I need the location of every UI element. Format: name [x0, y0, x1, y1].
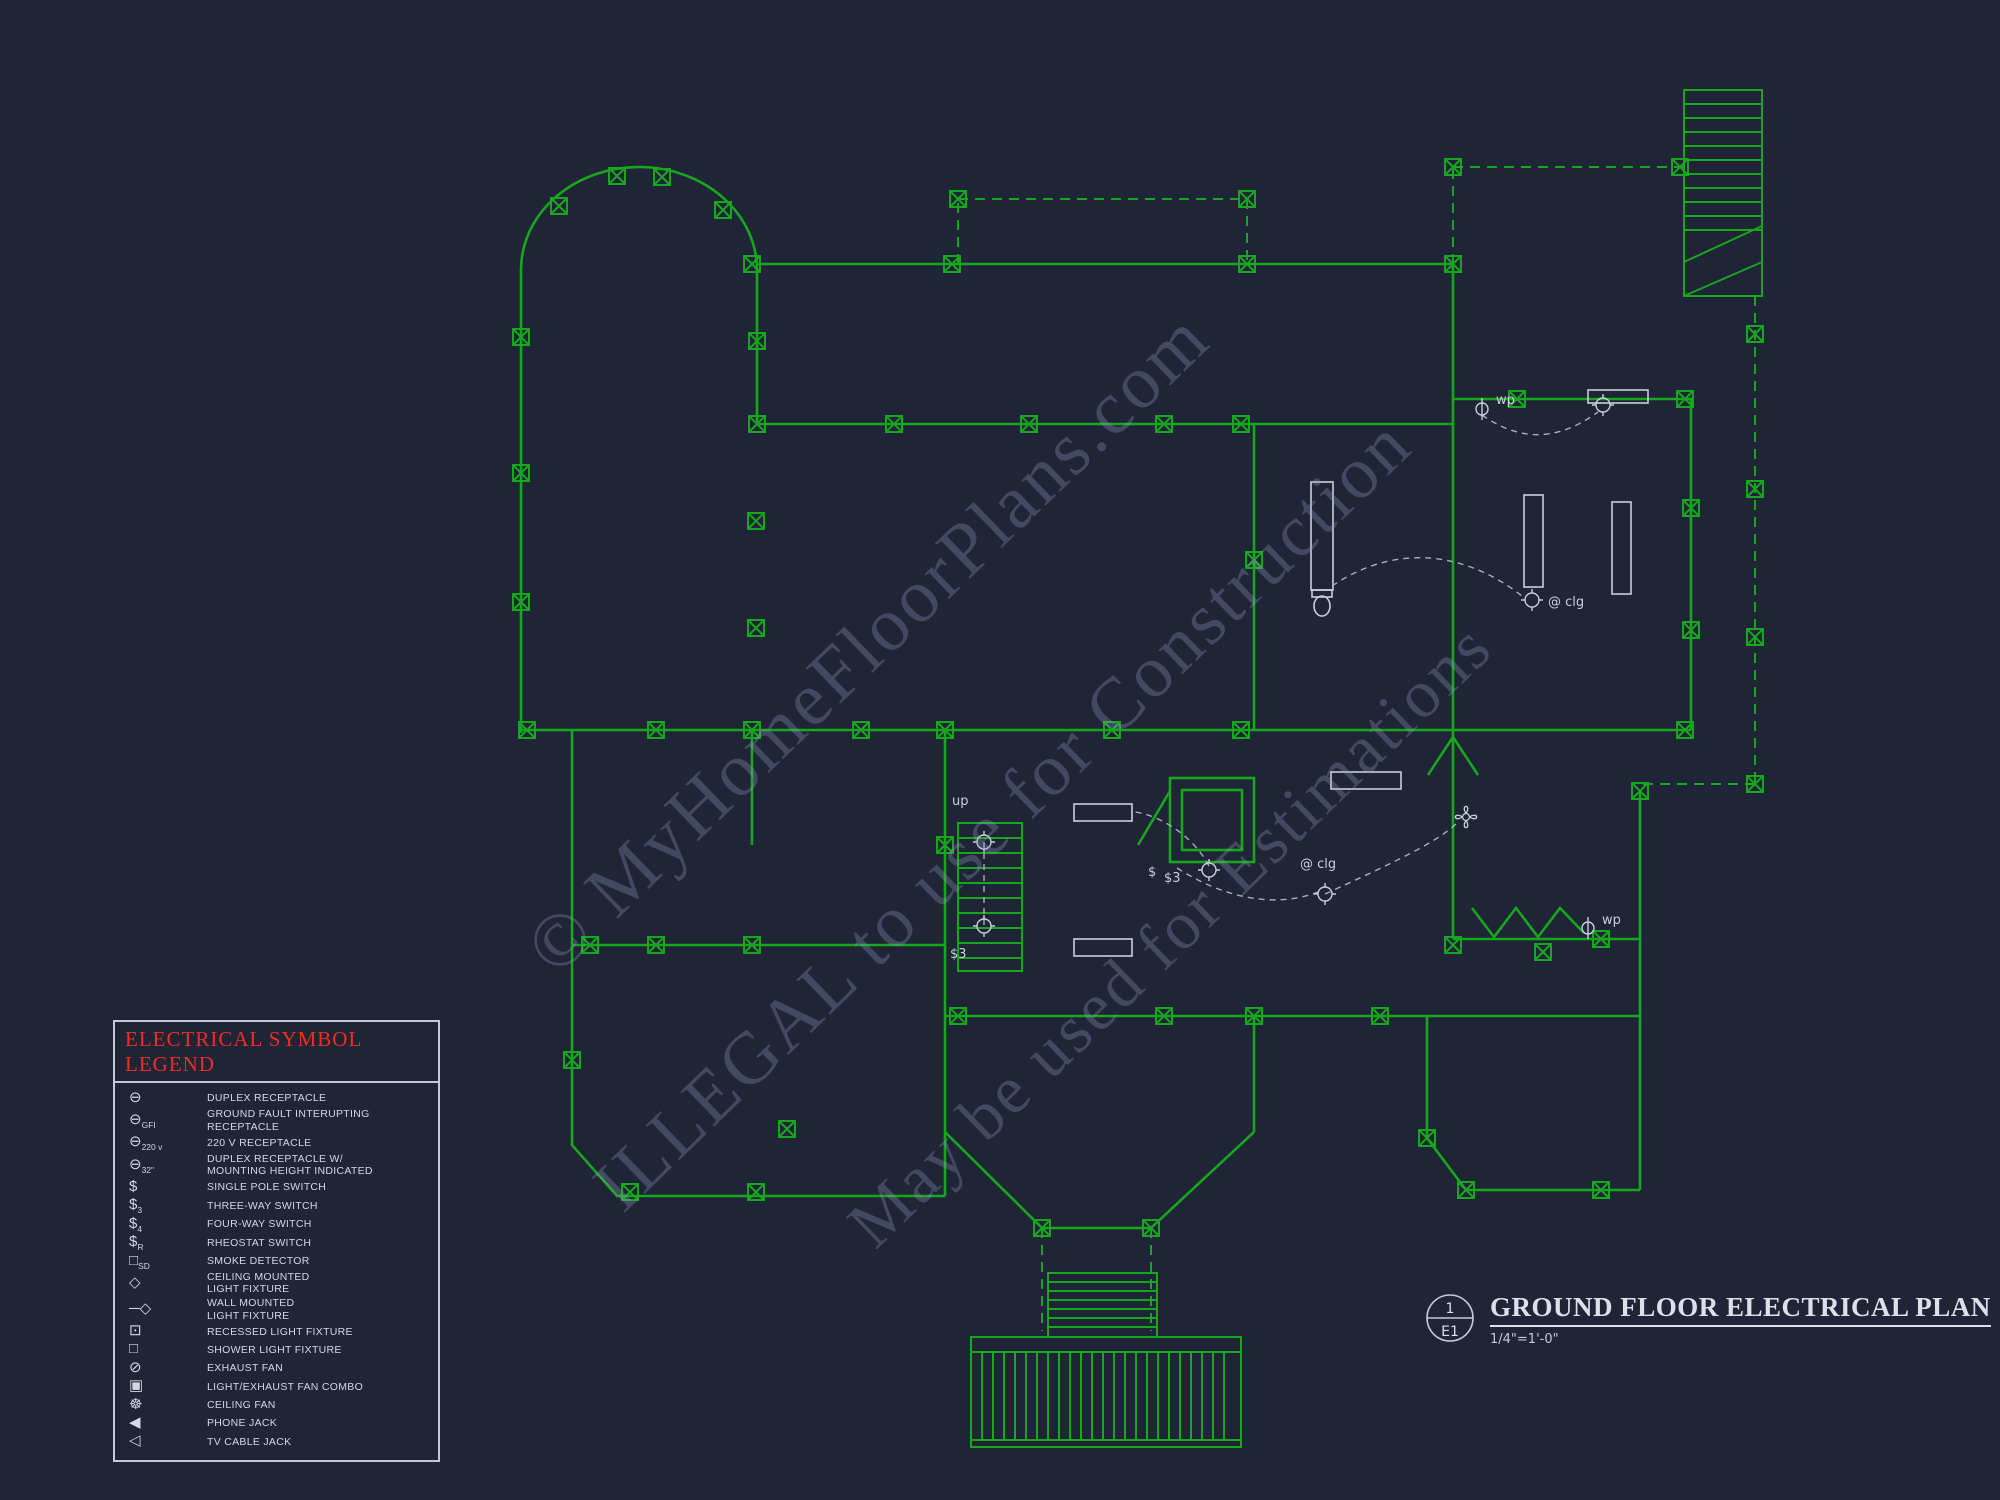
legend-item-label: SMOKE DETECTOR — [207, 1254, 310, 1267]
rheostat-switch-icon: $R — [129, 1233, 144, 1253]
legend-item: ☸ CEILING FAN — [129, 1397, 428, 1415]
duplex-height-receptacle-icon: ⊖32" — [129, 1155, 155, 1175]
legend-item: □SD SMOKE DETECTOR — [129, 1253, 428, 1271]
legend-item: ─◇ WALL MOUNTED LIGHT FIXTURE — [129, 1297, 428, 1322]
legend-item-label: CEILING MOUNTED LIGHT FIXTURE — [207, 1270, 310, 1296]
legend-item-label: DUPLEX RECEPTACLE — [207, 1092, 327, 1105]
walls — [519, 165, 1693, 1230]
wall-light-icon: ─◇ — [129, 1299, 152, 1317]
three-way-switch-icon: $3 — [129, 1196, 143, 1216]
exterior-stair-top — [1683, 89, 1763, 297]
recessed-light-icon: ⊡ — [129, 1322, 142, 1340]
plan-labels: up @ clg @ clg wp wp $ $3 $3 — [950, 393, 1621, 962]
legend-item: ▣ LIGHT/EXHAUST FAN COMBO — [129, 1378, 428, 1396]
gfi-receptacle-icon: ⊖GFI — [129, 1111, 156, 1131]
drawing-scale: 1/4"=1'-0" — [1490, 1332, 1559, 1347]
exhaust-fan-icon: ⊘ — [129, 1358, 142, 1376]
legend-item: ◁ TV CABLE JACK — [129, 1433, 428, 1451]
detail-reference-bubble: 1 E1 — [1426, 1294, 1474, 1342]
drawing-title: GROUND FLOOR ELECTRICAL PLAN — [1490, 1292, 1991, 1327]
wp-label: wp — [1496, 393, 1515, 408]
tv-jack-icon: ◁ — [129, 1432, 141, 1450]
legend-item-label: TV CABLE JACK — [207, 1435, 292, 1448]
legend-item: $3 THREE-WAY SWITCH — [129, 1197, 428, 1215]
clg-label: @ clg — [1300, 857, 1336, 872]
light-symbols — [972, 393, 1615, 940]
legend-item: ⊖ DUPLEX RECEPTACLE — [129, 1090, 428, 1108]
phone-jack-icon: ◀ — [129, 1414, 141, 1431]
smoke-detector-icon: □SD — [129, 1251, 150, 1271]
legend-item: $ SINGLE POLE SWITCH — [129, 1179, 428, 1197]
switch-label: $ — [1148, 865, 1156, 880]
shower-light-icon: □ — [129, 1340, 139, 1358]
220v-receptacle-icon: ⊖220 v — [129, 1133, 163, 1153]
legend-item: ◇ CEILING MOUNTED LIGHT FIXTURE — [129, 1271, 428, 1296]
legend-item: $R RHEOSTAT SWITCH — [129, 1234, 428, 1252]
ceiling-light-icon: ◇ — [129, 1273, 141, 1291]
three-way-switch-label: $3 — [1164, 871, 1181, 886]
legend-item: $4 FOUR-WAY SWITCH — [129, 1216, 428, 1234]
wp-label: wp — [1602, 913, 1621, 928]
legend-item: ⊖32" DUPLEX RECEPTACLE W/ MOUNTING HEIGH… — [129, 1153, 428, 1178]
light-exhaust-combo-icon: ▣ — [129, 1377, 144, 1395]
duplex-receptacle-icon: ⊖ — [129, 1089, 142, 1106]
legend-item-label: SHOWER LIGHT FIXTURE — [207, 1343, 342, 1356]
legend-item-label: LIGHT/EXHAUST FAN COMBO — [207, 1380, 364, 1393]
legend-title: ELECTRICAL SYMBOL LEGEND — [115, 1022, 438, 1083]
legend-item-label: WALL MOUNTED LIGHT FIXTURE — [207, 1296, 295, 1322]
up-label: up — [952, 794, 969, 809]
detail-number: 1 — [1446, 1301, 1455, 1317]
three-way-switch-label: $3 — [950, 947, 967, 962]
legend-item-label: CEILING FAN — [207, 1399, 276, 1412]
legend-item-label: 220 V RECEPTACLE — [207, 1136, 312, 1149]
wiring-runs — [983, 411, 1599, 926]
receptacle-symbols — [512, 158, 1764, 1237]
legend-item-label: SINGLE POLE SWITCH — [207, 1181, 327, 1194]
legend-item: ⊡ RECESSED LIGHT FIXTURE — [129, 1323, 428, 1341]
legend-item-label: PHONE JACK — [207, 1417, 278, 1430]
clg-label: @ clg — [1548, 595, 1584, 610]
legend-item: □ SHOWER LIGHT FIXTURE — [129, 1341, 428, 1359]
legend-item-label: FOUR-WAY SWITCH — [207, 1218, 312, 1231]
title-block: 1 E1 GROUND FLOOR ELECTRICAL PLAN 1/4"=1… — [1424, 1292, 1991, 1347]
legend-item-label: GROUND FAULT INTERUPTING RECEPTACLE — [207, 1108, 370, 1133]
legend-item-label: THREE-WAY SWITCH — [207, 1199, 318, 1212]
legend-item-label: EXHAUST FAN — [207, 1362, 284, 1375]
sheet-number: E1 — [1441, 1324, 1459, 1340]
legend-item: ⊖220 v 220 V RECEPTACLE — [129, 1134, 428, 1152]
legend-item: ⊖GFI GROUND FAULT INTERUPTING RECEPTACLE — [129, 1108, 428, 1133]
legend-item-label: RHEOSTAT SWITCH — [207, 1236, 312, 1249]
legend-item-label: RECESSED LIGHT FIXTURE — [207, 1325, 353, 1338]
dashed-outline — [957, 166, 1756, 1331]
single-pole-switch-icon: $ — [129, 1177, 138, 1195]
deck-and-stair-bottom — [970, 1272, 1242, 1448]
legend-item-label: DUPLEX RECEPTACLE W/ MOUNTING HEIGHT IND… — [207, 1152, 373, 1178]
four-way-switch-icon: $4 — [129, 1214, 143, 1234]
legend-rows: ⊖ DUPLEX RECEPTACLE ⊖GFI GROUND FAULT IN… — [115, 1083, 438, 1460]
legend-item: ⊘ EXHAUST FAN — [129, 1360, 428, 1378]
electrical-symbol-legend: ELECTRICAL SYMBOL LEGEND ⊖ DUPLEX RECEPT… — [113, 1020, 440, 1462]
fixtures-furniture — [1073, 389, 1649, 957]
legend-item: ◀ PHONE JACK — [129, 1415, 428, 1433]
ceiling-fan-icon: ☸ — [129, 1395, 143, 1413]
